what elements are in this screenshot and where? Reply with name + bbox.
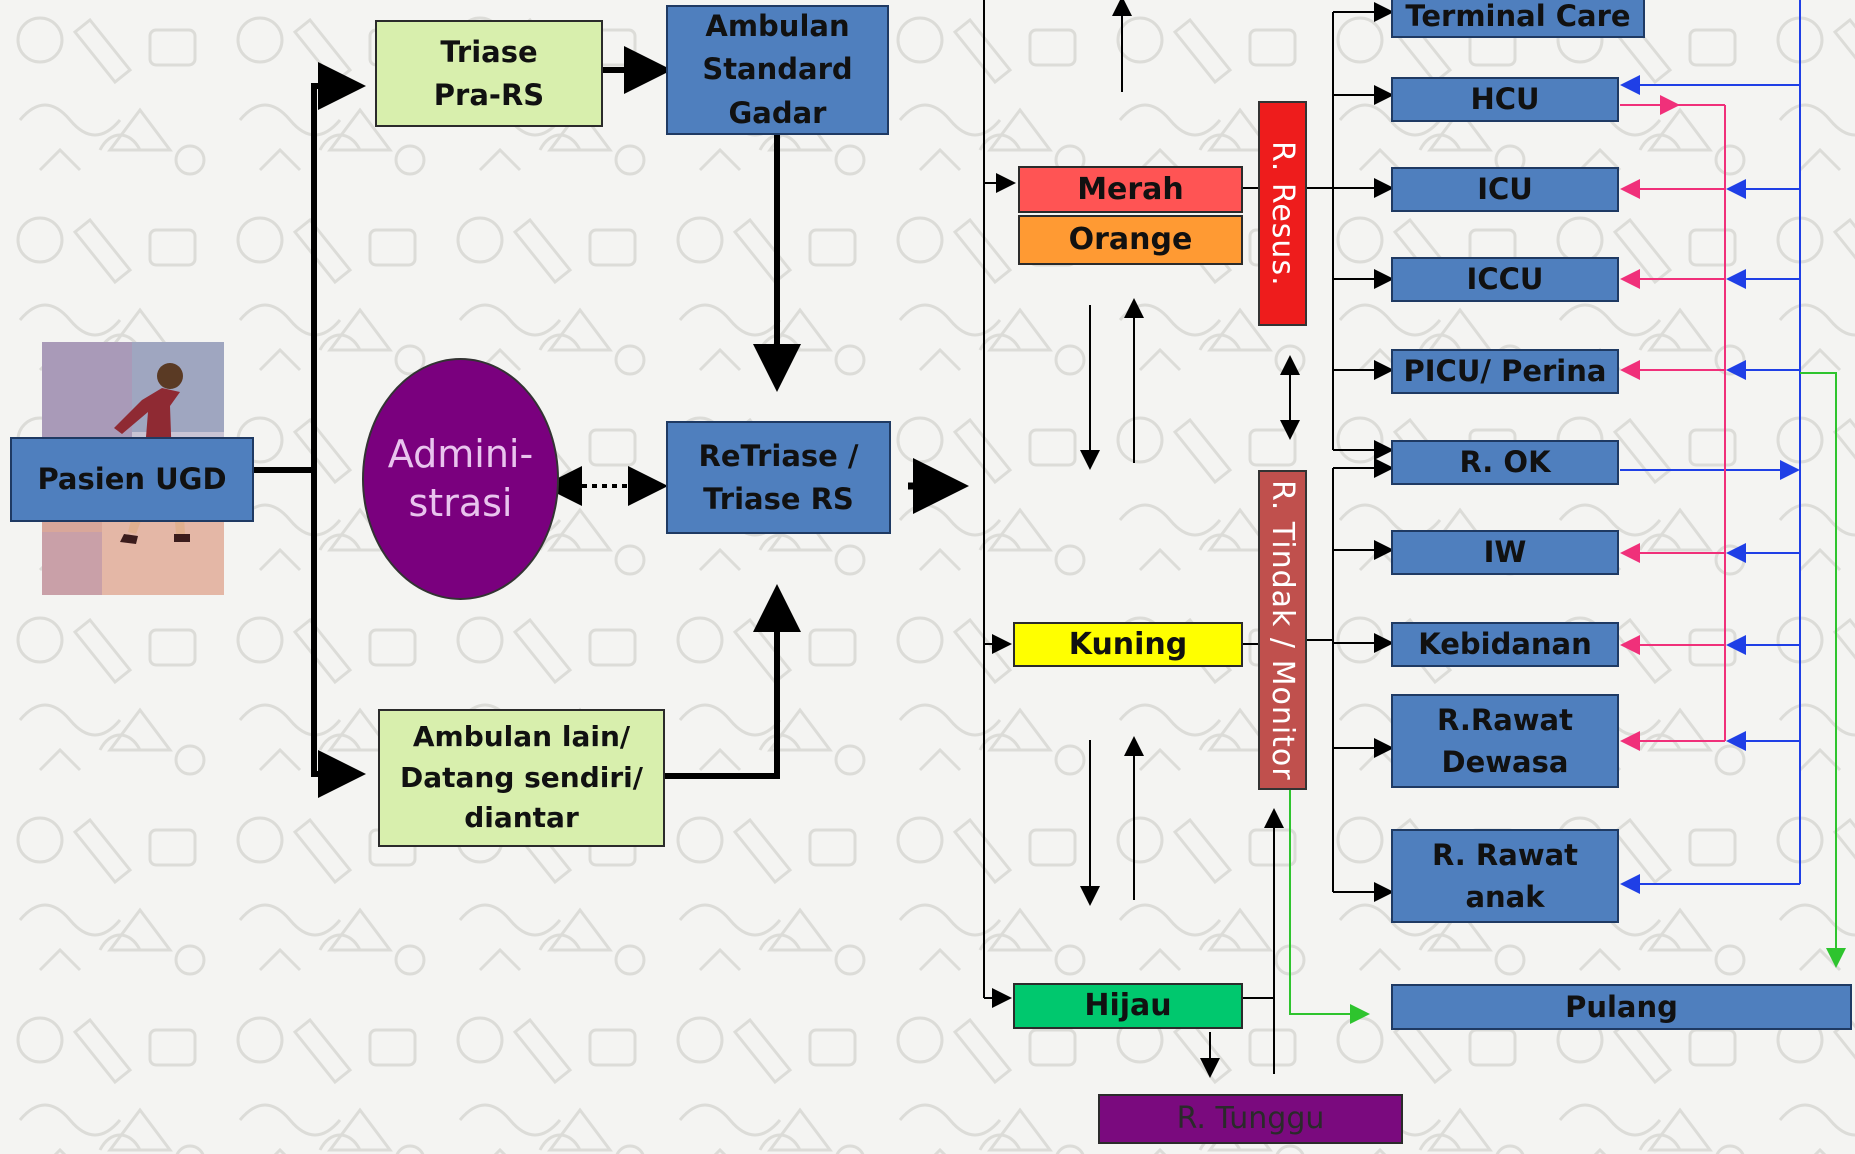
r-resus-label: R. Resus. — [1258, 101, 1307, 326]
ambulan-standard-gadar-box: Ambulan Standard Gadar — [666, 5, 889, 135]
ward-iw: IW — [1391, 530, 1619, 575]
ward-icu: ICU — [1391, 167, 1619, 212]
r-tunggu-box: R. Tunggu — [1098, 1094, 1403, 1144]
kuning-box: Kuning — [1013, 622, 1243, 667]
ambulan-lain-box: Ambulan lain/ Datang sendiri/ diantar — [378, 709, 665, 847]
ward-picu-perina: PICU/ Perina — [1391, 349, 1619, 394]
triase-pra-rs-box: Triase Pra-RS — [375, 20, 603, 127]
orange-box: Orange — [1018, 215, 1243, 265]
ward-rawat-anak: R. Rawat anak — [1391, 829, 1619, 923]
pulang-box: Pulang — [1391, 984, 1852, 1030]
hijau-box: Hijau — [1013, 983, 1243, 1029]
ward-rawat-dewasa: R.Rawat Dewasa — [1391, 694, 1619, 788]
pasien-ugd-box: Pasien UGD — [10, 437, 254, 522]
r-tindak-monitor-label: R. Tindak / Monitor — [1258, 470, 1307, 790]
ward-kebidanan: Kebidanan — [1391, 622, 1619, 667]
retriase-box: ReTriase / Triase RS — [666, 421, 891, 534]
ward-hcu: HCU — [1391, 77, 1619, 122]
administrasi-ellipse: Admini- strasi — [362, 358, 559, 600]
ward-iccu: ICCU — [1391, 257, 1619, 302]
ward-terminal-care: Terminal Care — [1391, 0, 1645, 38]
ward-r-ok: R. OK — [1391, 440, 1619, 485]
merah-box: Merah — [1018, 166, 1243, 213]
